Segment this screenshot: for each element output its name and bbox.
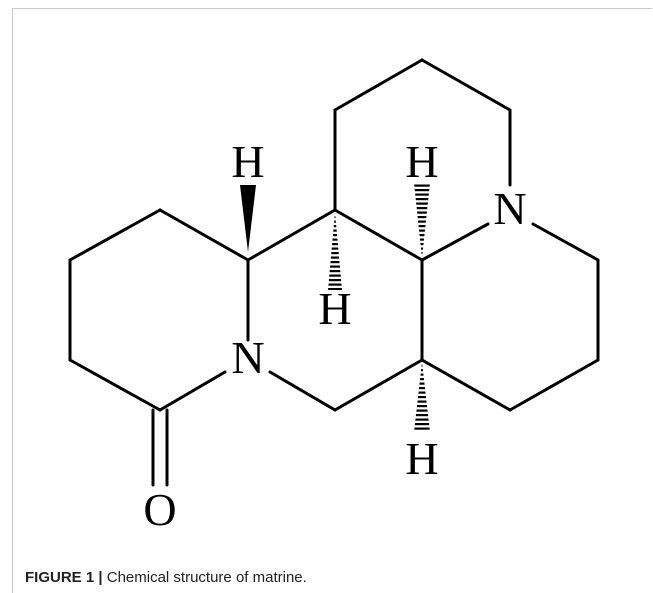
ring-b-bonds	[246, 208, 424, 412]
ring-c-bonds	[333, 58, 512, 262]
hydrogen-atom-label: H	[405, 136, 438, 187]
oxygen-atom-label: O	[143, 484, 176, 535]
figure-caption: FIGURE 1 | Chemical structure of matrine…	[25, 569, 307, 586]
hash-bond-lower	[414, 362, 430, 432]
figure-frame	[12, 8, 652, 593]
nitrogen-atom-label: N	[493, 183, 526, 234]
hash-bond-center	[328, 212, 342, 290]
hash-bond-upper	[414, 183, 430, 258]
hydrogen-atom-label: H	[405, 433, 438, 484]
figure-label: FIGURE 1	[25, 569, 95, 586]
ring-a-bonds	[68, 208, 250, 412]
hydrogen-atom-label: H	[318, 283, 351, 334]
nitrogen-atom-label: N	[231, 332, 264, 383]
wedge-bond	[240, 185, 256, 252]
carbonyl-bond	[151, 408, 169, 487]
caption-separator: |	[98, 569, 103, 586]
caption-text: Chemical structure of matrine.	[106, 569, 307, 586]
hydrogen-atom-label: H	[231, 136, 264, 187]
ring-d-bonds	[420, 222, 600, 412]
